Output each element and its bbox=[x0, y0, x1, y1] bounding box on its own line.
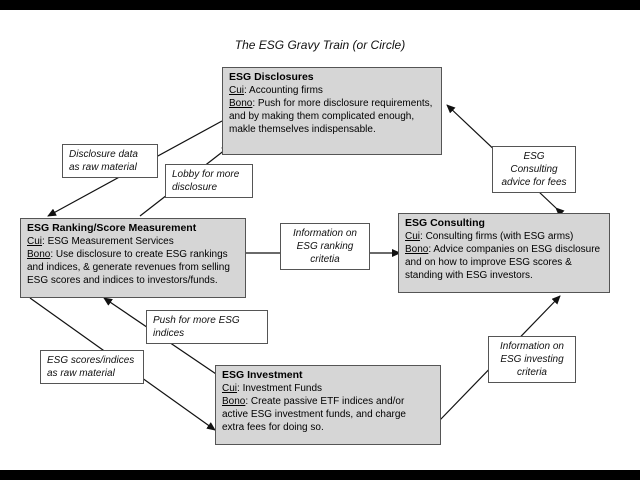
cui-label: Cui bbox=[229, 85, 245, 96]
box-esg-investment: ESG Investment Cui: Investment Funds Bon… bbox=[215, 365, 441, 445]
cui-label: Cui bbox=[222, 383, 238, 394]
box-esg-consulting: ESG Consulting Cui: Consulting firms (wi… bbox=[398, 213, 610, 293]
label-scores-indices: ESG scores/indices as raw material bbox=[40, 350, 144, 384]
label-line: Information on bbox=[500, 341, 564, 352]
cui-text: : ESG Measurement Services bbox=[42, 236, 174, 247]
bono-text: : Advice companies on ESG disclosure bbox=[428, 244, 601, 255]
cui-text: : Investment Funds bbox=[237, 383, 323, 394]
label-information-investing: Information on ESG investing criteria bbox=[488, 336, 576, 383]
label-line: ESG Consulting bbox=[510, 151, 558, 175]
consulting-bono-line: Bono: Advice companies on ESG disclosure bbox=[405, 243, 603, 256]
consulting-bono-line2: and on how to improve ESG scores & bbox=[405, 257, 572, 268]
cui-label: Cui bbox=[405, 231, 421, 242]
diagram-title: The ESG Gravy Train (or Circle) bbox=[234, 38, 406, 52]
bono-text: : Use disclosure to create ESG rankings bbox=[50, 249, 228, 260]
ranking-bono-line: Bono: Use disclosure to create ESG ranki… bbox=[27, 248, 239, 261]
label-line: ESG ranking bbox=[296, 241, 354, 252]
bono-label: Bono bbox=[222, 396, 246, 407]
label-line: Disclosure data bbox=[69, 149, 138, 160]
label-lobby: Lobby for more disclosure bbox=[165, 164, 253, 198]
box-esg-disclosures: ESG Disclosures Cui: Accounting firms Bo… bbox=[222, 67, 442, 155]
box-esg-ranking: ESG Ranking/Score Measurement Cui: ESG M… bbox=[20, 218, 246, 298]
label-line: as raw material bbox=[69, 162, 137, 173]
label-disclosure-data: Disclosure data as raw material bbox=[62, 144, 158, 178]
bono-text: : Push for more disclosure requirements, bbox=[252, 98, 433, 109]
label-line: ESG scores/indices bbox=[47, 355, 135, 366]
label-consulting-advice: ESG Consulting advice for fees bbox=[492, 146, 576, 193]
label-line: ESG investing bbox=[500, 354, 564, 365]
consulting-cui-line: Cui: Consulting firms (with ESG arms) bbox=[405, 230, 603, 243]
investment-bono-line2: active ESG investment funds, and charge bbox=[222, 409, 406, 420]
disclosures-bono-line: Bono: Push for more disclosure requireme… bbox=[229, 97, 435, 110]
ranking-bono-line3: ESG scores and indices to investors/fund… bbox=[27, 275, 218, 286]
label-line: criteria bbox=[516, 367, 547, 378]
label-line: critetia bbox=[310, 254, 340, 265]
disclosures-cui-line: Cui: Accounting firms bbox=[229, 84, 435, 97]
ranking-bono-line2: and indices, & generate revenues from se… bbox=[27, 262, 230, 273]
label-line: Information on bbox=[293, 228, 357, 239]
label-line: indices bbox=[153, 328, 185, 339]
label-line: advice for fees bbox=[501, 177, 567, 188]
consulting-bono-line3: standing with ESG investors. bbox=[405, 270, 533, 281]
investment-bono-line: Bono: Create passive ETF indices and/or bbox=[222, 395, 434, 408]
bono-text: : Create passive ETF indices and/or bbox=[245, 396, 405, 407]
label-push-more: Push for more ESG indices bbox=[146, 310, 268, 344]
label-line: disclosure bbox=[172, 182, 218, 193]
investment-header: ESG Investment bbox=[222, 369, 303, 381]
ranking-cui-line: Cui: ESG Measurement Services bbox=[27, 235, 239, 248]
cui-text: : Consulting firms (with ESG arms) bbox=[420, 231, 574, 242]
disclosures-bono-line3: makle themselves indispensable. bbox=[229, 124, 376, 135]
disclosures-header: ESG Disclosures bbox=[229, 71, 314, 83]
bono-label: Bono bbox=[405, 244, 429, 255]
cui-text: : Accounting firms bbox=[244, 85, 323, 96]
diagram-canvas: The ESG Gravy Train (or Circle) ESG Disc… bbox=[0, 10, 640, 470]
ranking-header: ESG Ranking/Score Measurement bbox=[27, 222, 197, 234]
label-line: as raw material bbox=[47, 368, 115, 379]
label-line: Push for more ESG bbox=[153, 315, 240, 326]
disclosures-bono-line2: and by making them complicated enough, bbox=[229, 111, 415, 122]
label-line: Lobby for more bbox=[172, 169, 240, 180]
consulting-header: ESG Consulting bbox=[405, 217, 485, 229]
label-information-ranking: Information on ESG ranking critetia bbox=[280, 223, 370, 270]
investment-cui-line: Cui: Investment Funds bbox=[222, 382, 434, 395]
investment-bono-line3: extra fees for doing so. bbox=[222, 422, 324, 433]
bono-label: Bono bbox=[229, 98, 253, 109]
bono-label: Bono bbox=[27, 249, 51, 260]
cui-label: Cui bbox=[27, 236, 43, 247]
